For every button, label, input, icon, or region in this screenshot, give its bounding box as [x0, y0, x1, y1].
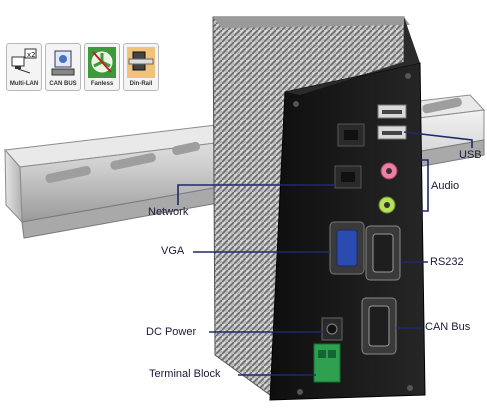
- badge-fanless: Fanless: [84, 43, 120, 91]
- callout-lines: [177, 131, 473, 376]
- label-dc-power: DC Power: [146, 326, 197, 338]
- fanless-icon: [88, 47, 116, 78]
- badge-caption: CAN BUS: [49, 81, 77, 87]
- usb-leader: [403, 131, 473, 148]
- vga-port: [329, 221, 365, 275]
- label-network: Network: [148, 206, 189, 218]
- badge-caption: Din-Rail: [129, 81, 153, 87]
- can-bus-icon: [51, 50, 75, 76]
- badge-caption: Multi-LAN: [9, 81, 39, 87]
- label-can-bus: CAN Bus: [425, 321, 471, 333]
- label-vga: VGA: [161, 245, 185, 257]
- label-rs232: RS232: [430, 256, 464, 268]
- terminal-block: [313, 343, 341, 383]
- usb-ports: [377, 104, 407, 140]
- label-terminal-block: Terminal Block: [149, 368, 221, 380]
- din-rail-icon: [127, 47, 155, 78]
- dc-power-jack: [321, 317, 343, 341]
- badge-can-bus: CAN BUS: [45, 43, 81, 91]
- badge-din-rail: Din-Rail: [123, 43, 159, 91]
- audio-leader: [420, 159, 429, 212]
- svg-text:x2: x2: [27, 51, 36, 59]
- rs232-port: [365, 225, 401, 281]
- badge-multi-lan: x2 Multi-LAN: [6, 43, 42, 91]
- label-audio: Audio: [431, 180, 460, 192]
- can-bus-port: [361, 297, 397, 355]
- network-ports: [334, 123, 365, 189]
- audio-jacks: [378, 162, 398, 214]
- label-usb: USB: [459, 149, 482, 161]
- badge-caption: Fanless: [90, 81, 114, 87]
- network-leader: [177, 184, 335, 205]
- multi-lan-icon: x2: [11, 48, 37, 74]
